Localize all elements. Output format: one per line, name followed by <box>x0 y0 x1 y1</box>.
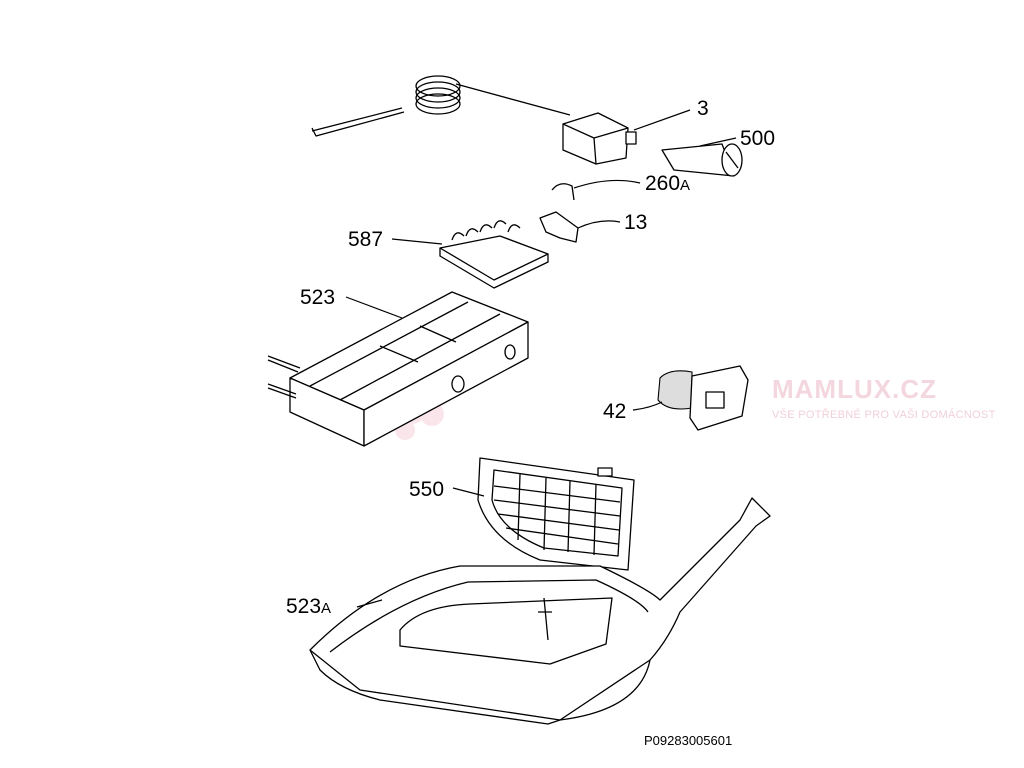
label-500: 500 <box>740 127 776 150</box>
label-260a: 260A <box>645 172 691 195</box>
part-3-thermostat[interactable] <box>311 75 637 165</box>
part-523a-diffuser[interactable] <box>309 497 771 725</box>
label-523a: 523A <box>286 595 332 618</box>
part-13-bracket[interactable] <box>539 211 579 243</box>
leader-500 <box>699 137 737 147</box>
part-260a-clip[interactable] <box>551 183 575 201</box>
drawing-code: P09283005601 <box>644 733 733 748</box>
leader-13 <box>577 220 621 229</box>
leader-3 <box>633 109 691 131</box>
watermark-tagline: VŠE POTŘEBNÉ PRO VAŠI DOMÁCNOST <box>772 409 996 421</box>
leader-260a <box>573 179 641 189</box>
label-13: 13 <box>624 211 648 234</box>
leader-523 <box>345 296 403 319</box>
watermark-brand: MAMLUX.CZ <box>772 374 937 404</box>
leader-587 <box>391 238 443 245</box>
label-42: 42 <box>603 400 627 423</box>
leader-523a <box>356 599 383 608</box>
label-587: 587 <box>348 228 384 251</box>
part-42-lamp-holder[interactable] <box>657 365 749 431</box>
part-500-knob[interactable] <box>661 143 743 177</box>
leader-550 <box>452 487 485 497</box>
label-550: 550 <box>409 478 445 501</box>
label-3: 3 <box>697 97 709 120</box>
leader-42 <box>632 401 663 411</box>
part-523-housing[interactable] <box>267 291 529 447</box>
part-587-terminal-block[interactable] <box>439 220 549 289</box>
part-550-grille[interactable] <box>477 457 635 571</box>
label-523: 523 <box>300 286 336 309</box>
